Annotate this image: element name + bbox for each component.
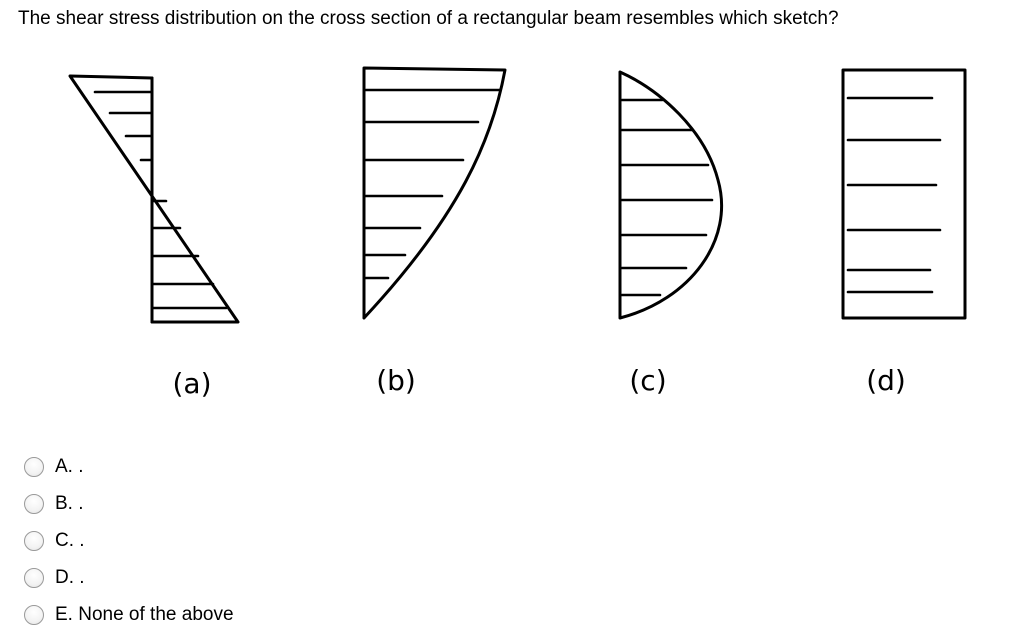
- sketch-a: [68, 74, 240, 324]
- option-e-label[interactable]: E. None of the above: [55, 603, 234, 625]
- option-c-radio[interactable]: [24, 530, 44, 551]
- option-a-radio[interactable]: [24, 456, 44, 477]
- option-d[interactable]: D. .: [24, 559, 234, 596]
- option-c[interactable]: C. .: [24, 522, 234, 559]
- option-a-label[interactable]: A. .: [55, 455, 84, 477]
- option-d-label[interactable]: D. .: [55, 566, 85, 588]
- sketch-c: [618, 70, 724, 320]
- option-b-label[interactable]: B. .: [55, 492, 84, 514]
- option-c-label[interactable]: C. .: [55, 529, 85, 551]
- sketch-d: [841, 68, 967, 320]
- option-d-radio[interactable]: [24, 567, 44, 588]
- answer-options: A. . B. . C. . D. . E. None of the above: [24, 448, 234, 633]
- sketch-b-label: (b): [376, 364, 416, 397]
- question-text: The shear stress distribution on the cro…: [18, 8, 839, 29]
- sketch-a-label: (a): [172, 367, 211, 400]
- shear-stress-sketches: (a) (b) (c) (d): [68, 66, 967, 400]
- sketch-d-label: (d): [866, 364, 906, 397]
- option-b[interactable]: B. .: [24, 485, 234, 522]
- option-b-radio[interactable]: [24, 493, 44, 514]
- option-e-radio[interactable]: [24, 604, 44, 625]
- option-a[interactable]: A. .: [24, 448, 234, 485]
- option-e[interactable]: E. None of the above: [24, 596, 234, 633]
- sketch-b: [362, 66, 507, 320]
- sketch-c-label: (c): [629, 364, 666, 397]
